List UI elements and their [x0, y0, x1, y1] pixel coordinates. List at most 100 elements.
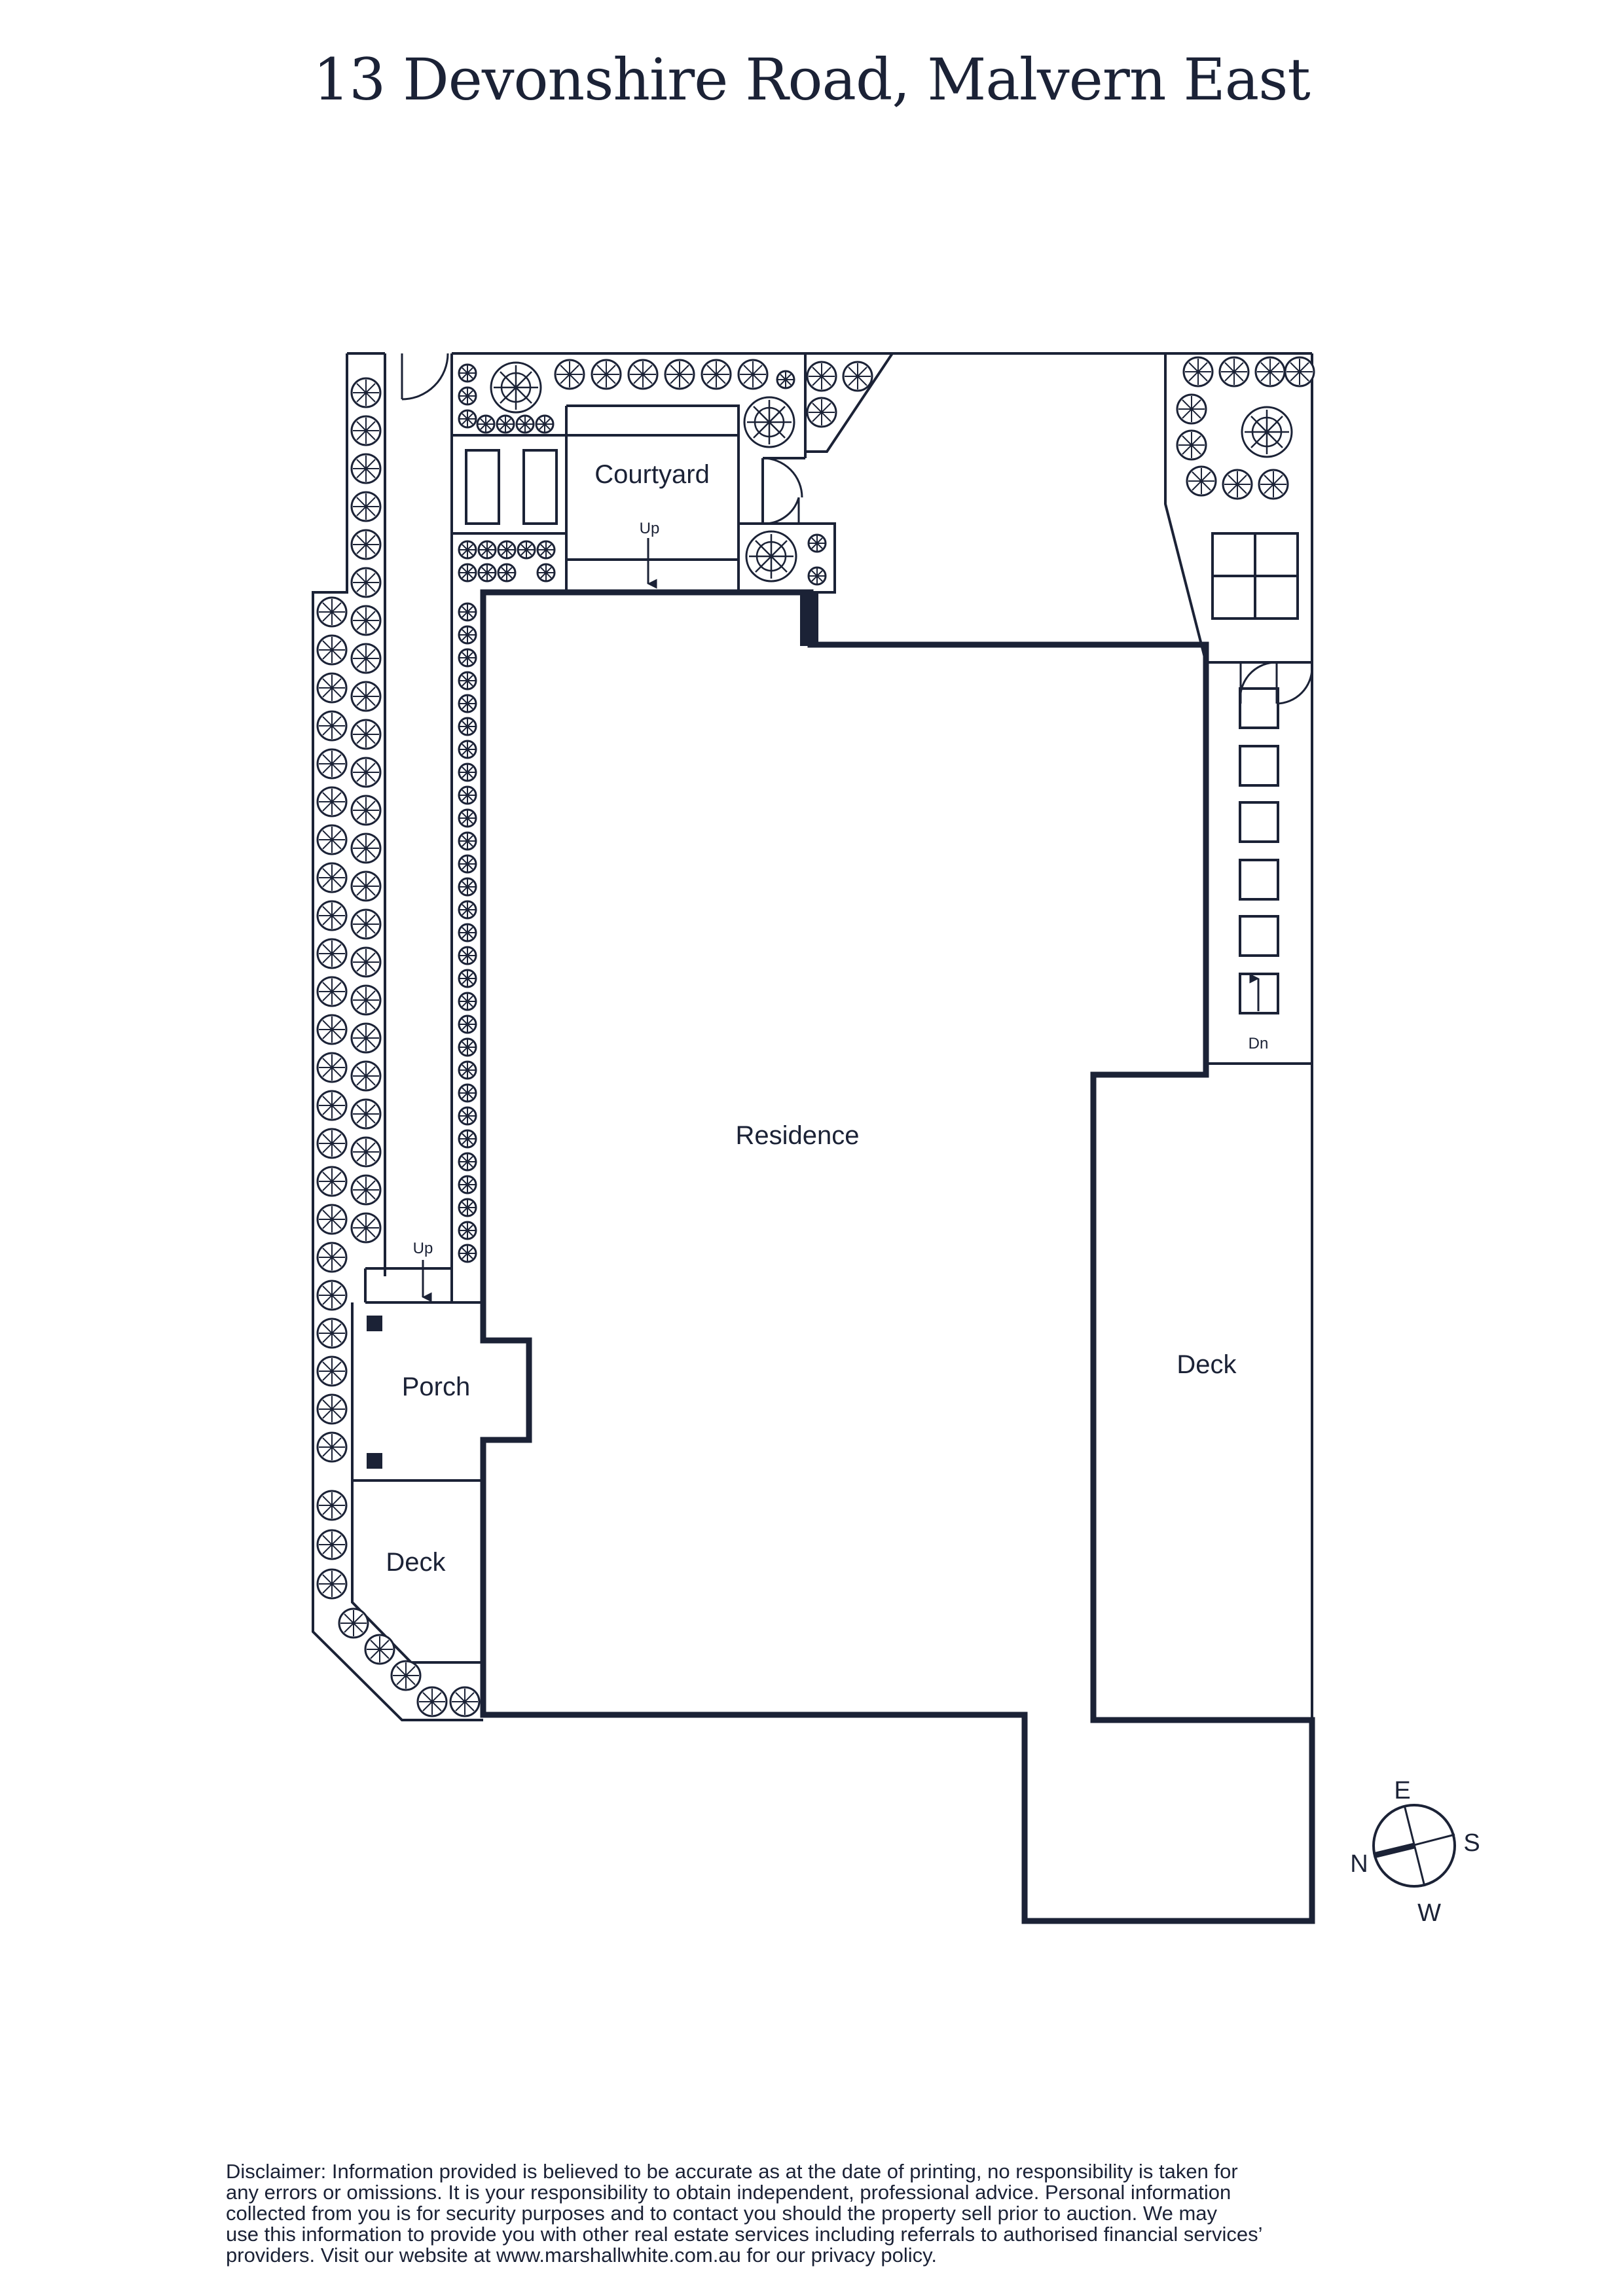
label-courtyard-up: Up — [640, 520, 660, 537]
small-shrub — [776, 370, 795, 389]
shrub — [350, 1136, 382, 1168]
small-shrub — [458, 831, 477, 851]
small-shrub — [458, 1037, 477, 1057]
shrub — [449, 1686, 481, 1717]
shrub — [316, 672, 348, 704]
page-title: 13 Devonshire Road, Malvern East — [313, 46, 1310, 113]
door-swing-courtyard — [761, 457, 803, 525]
shrub — [1182, 356, 1214, 387]
shrub — [316, 1128, 348, 1159]
shrub — [316, 748, 348, 780]
shrub — [627, 359, 659, 390]
small-shrub — [458, 386, 477, 406]
small-shrub — [458, 946, 477, 965]
stepping-stones — [1239, 687, 1279, 1014]
shrub — [1176, 393, 1207, 425]
shrub — [350, 1098, 382, 1130]
compass-south: S — [1463, 1829, 1480, 1857]
shrub — [1176, 429, 1207, 461]
small-shrub — [458, 923, 477, 942]
shrub — [316, 976, 348, 1007]
shrub — [350, 1212, 382, 1244]
shrub — [350, 984, 382, 1016]
shrub — [1218, 356, 1250, 387]
shrub — [350, 833, 382, 864]
small-shrub — [535, 414, 555, 434]
small-shrub — [458, 1198, 477, 1217]
small-shrub — [458, 409, 477, 429]
small-shrub — [497, 540, 517, 560]
shrub — [316, 634, 348, 666]
shrub — [701, 359, 732, 390]
shrub — [1254, 356, 1286, 387]
shrub — [1186, 465, 1217, 497]
room-labels: Courtyard Residence Deck Porch Deck Up U… — [386, 460, 1268, 1577]
label-deck-east: Deck — [1176, 1350, 1237, 1379]
tree — [743, 396, 795, 448]
small-shrub — [477, 540, 497, 560]
shrub — [1222, 469, 1253, 500]
compass-north: N — [1350, 1850, 1368, 1878]
compass-west: W — [1417, 1899, 1441, 1927]
shrub — [316, 1318, 348, 1349]
shrub — [316, 900, 348, 931]
planter-boxes — [465, 449, 558, 525]
shrub — [842, 361, 873, 392]
small-shrub — [458, 625, 477, 645]
shrub — [316, 1280, 348, 1311]
shrub — [350, 529, 382, 560]
tree — [490, 361, 542, 414]
shrub — [350, 908, 382, 940]
porch-post-south — [367, 1453, 382, 1469]
shrub — [316, 824, 348, 855]
small-shrub — [497, 563, 517, 583]
garden-planting — [316, 356, 1315, 1717]
shrub — [316, 1090, 348, 1121]
label-porch: Porch — [402, 1372, 471, 1401]
shrub — [390, 1660, 422, 1691]
shrub — [316, 1355, 348, 1387]
shrub — [350, 453, 382, 484]
shrub — [316, 1166, 348, 1197]
small-shrub — [458, 1152, 477, 1172]
small-shrub — [458, 992, 477, 1011]
small-shrub — [458, 602, 477, 622]
small-shrub — [515, 414, 535, 434]
small-shrub — [458, 563, 477, 583]
small-shrub — [458, 1244, 477, 1263]
small-shrub — [458, 1175, 477, 1194]
small-shrub — [458, 1014, 477, 1034]
small-shrub — [807, 566, 827, 586]
small-shrub — [458, 717, 477, 736]
small-shrub — [536, 563, 556, 583]
shrub — [350, 946, 382, 978]
outdoor-table — [1211, 532, 1299, 620]
label-porch-up: Up — [413, 1240, 433, 1257]
small-shrub — [458, 648, 477, 668]
small-shrub — [496, 414, 515, 434]
small-shrub — [458, 740, 477, 759]
shrub — [350, 1174, 382, 1206]
small-shrub — [536, 540, 556, 560]
disclaimer-text: Disclaimer: Information provided is beli… — [226, 2160, 1263, 2267]
small-shrub — [458, 785, 477, 805]
shrub — [316, 938, 348, 969]
small-shrub — [477, 563, 497, 583]
label-courtyard: Courtyard — [594, 460, 710, 489]
porch-post-north — [367, 1316, 382, 1331]
shrub — [350, 719, 382, 750]
shrub — [350, 491, 382, 522]
small-shrub — [458, 540, 477, 560]
shrub — [338, 1607, 369, 1639]
door-swing-side-path — [1239, 661, 1313, 705]
shrub — [806, 397, 837, 428]
small-shrub — [458, 1083, 477, 1103]
small-shrub — [517, 540, 536, 560]
shrub — [1258, 469, 1289, 500]
shrub — [350, 377, 382, 408]
small-shrub — [458, 900, 477, 920]
residence-walls — [480, 589, 1315, 1924]
shrub — [737, 359, 769, 390]
shrub — [316, 1204, 348, 1235]
